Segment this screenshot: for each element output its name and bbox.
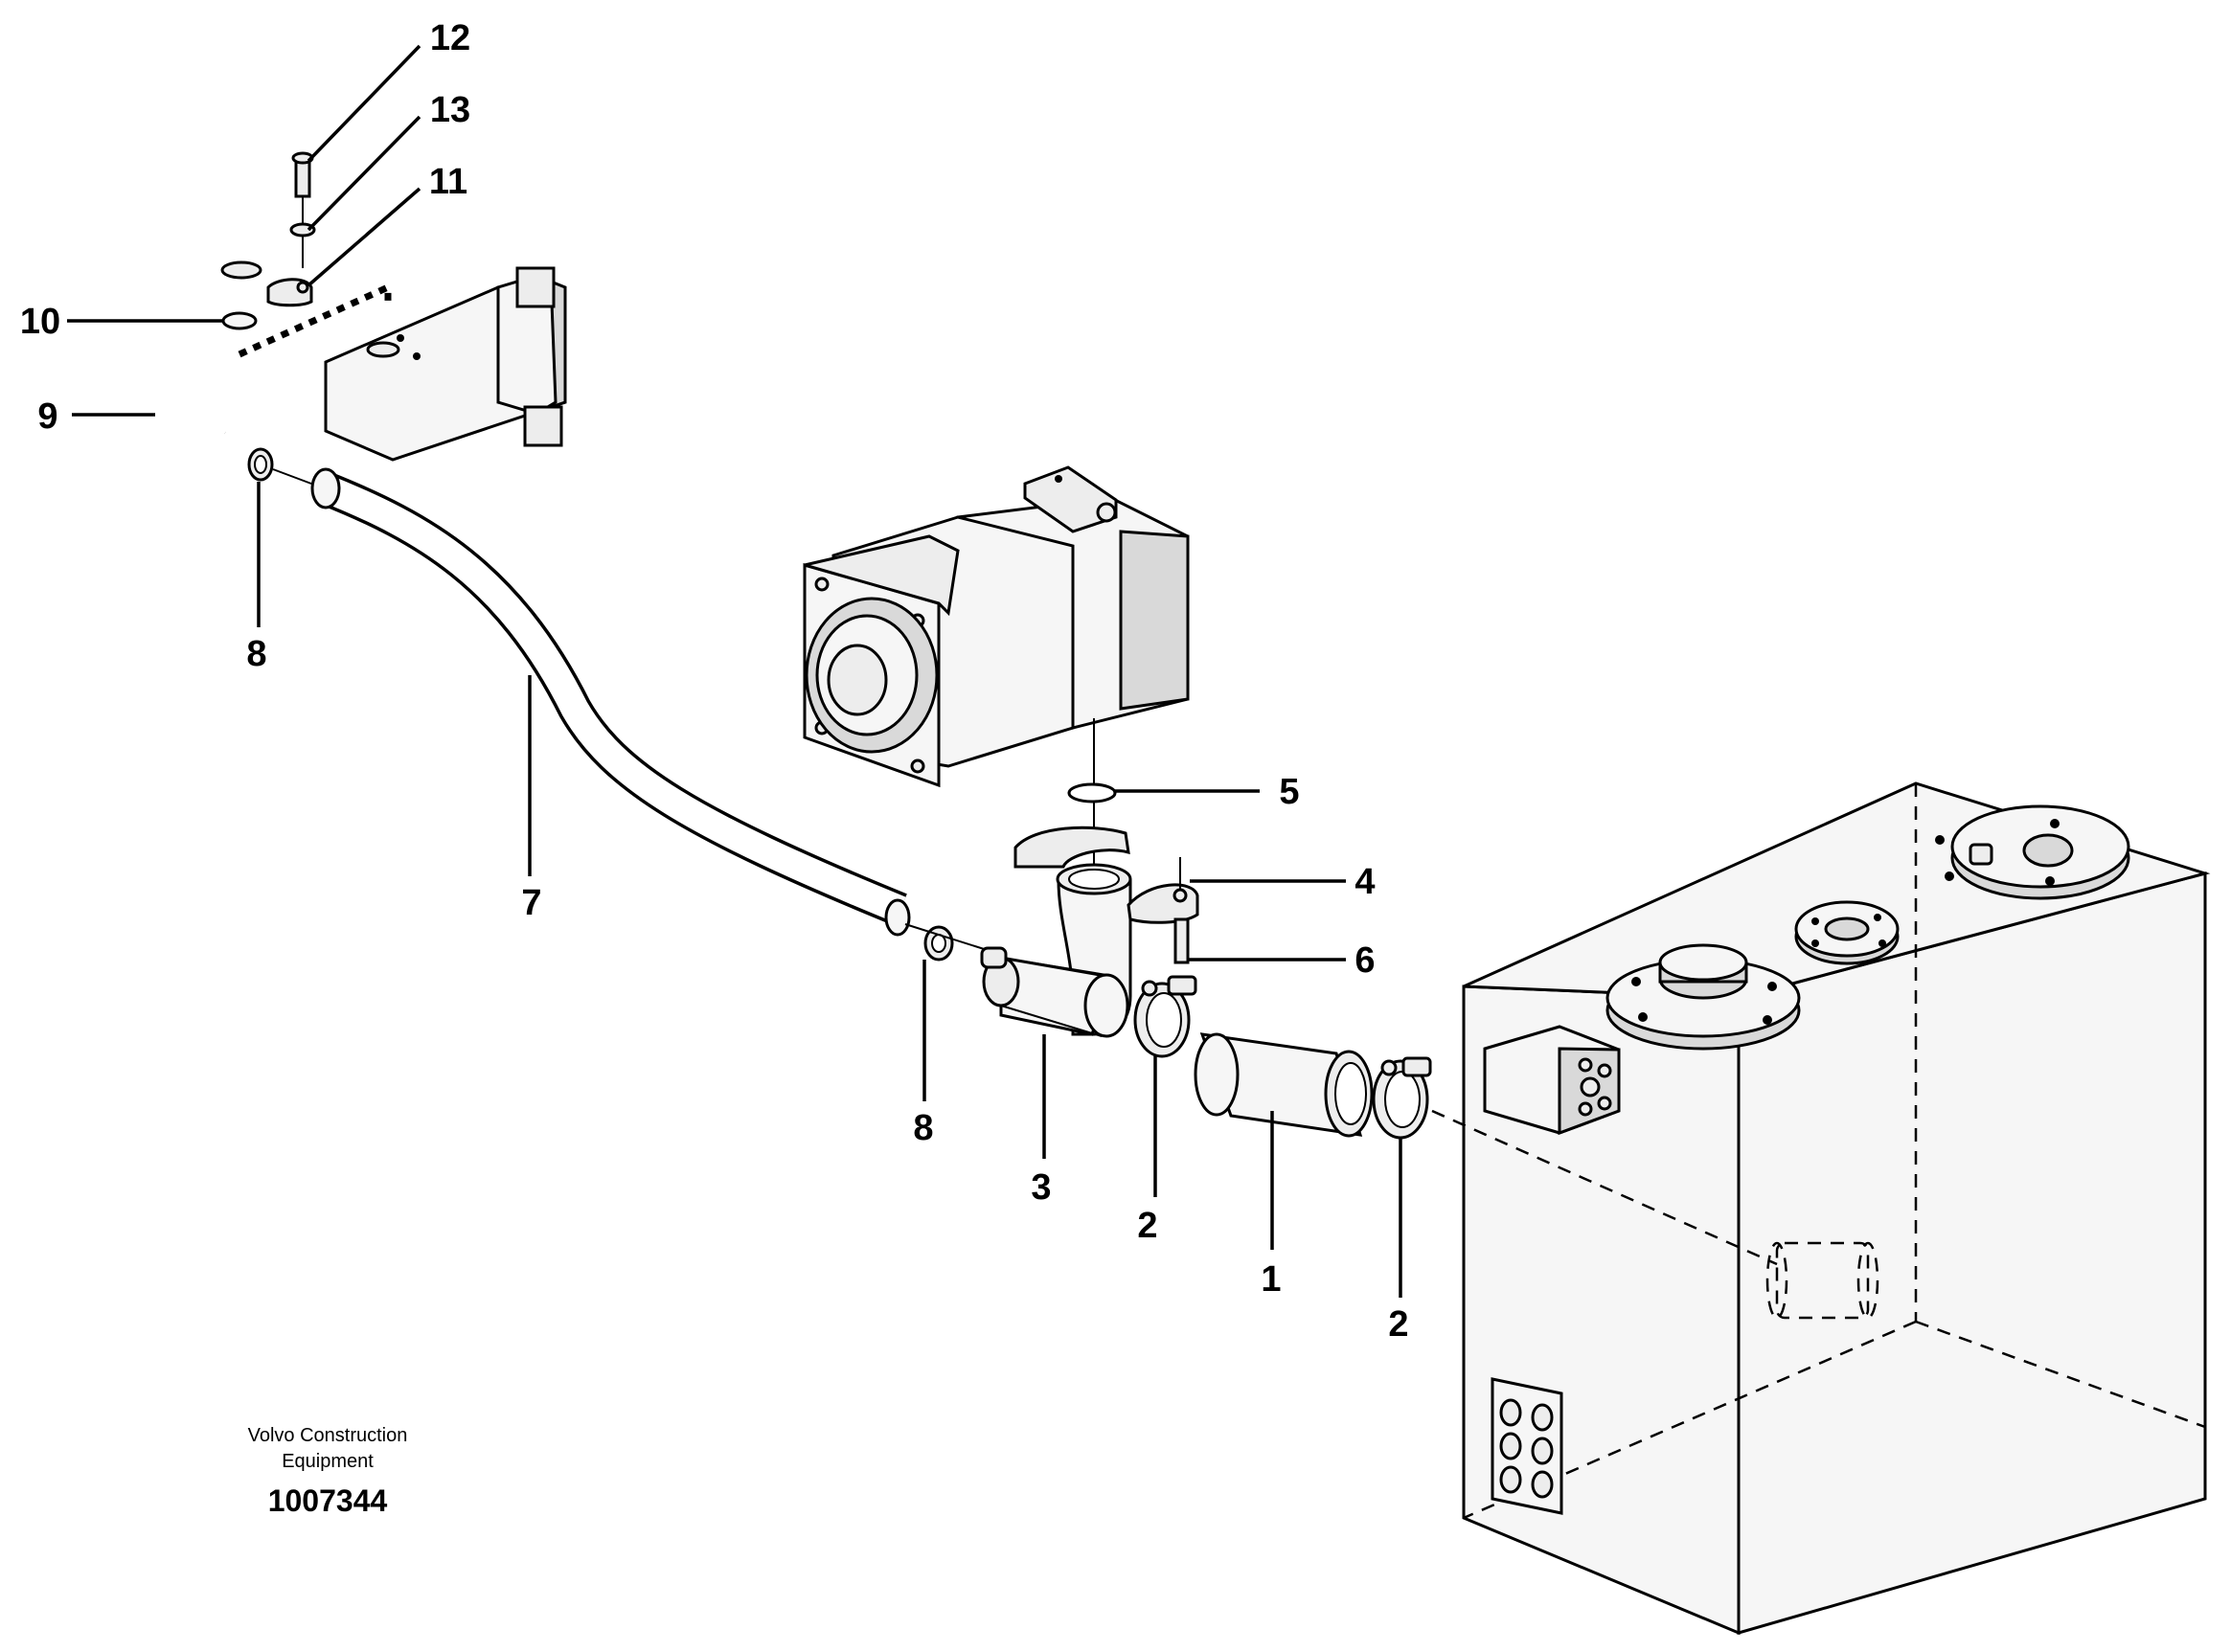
credit-line-2: Equipment [282,1451,374,1472]
suction-centerline [1431,1109,1778,1266]
tank-filler-cover [1605,943,1801,1051]
hose-9 [145,217,262,441]
callout-8-upper: 8 [246,634,266,674]
callout-9: 9 [37,396,57,437]
callout-4: 4 [1355,862,1375,902]
leader-13 [307,115,421,232]
hose-7 [310,467,911,937]
screw-6 [1173,917,1190,964]
o-ring-10 [221,311,258,330]
callout-6: 6 [1355,940,1375,981]
hose-clamp-8-upper [247,447,274,482]
callout-10: 10 [20,302,60,342]
callout-12: 12 [430,18,470,58]
flange-11 [266,278,313,307]
flange-half-upper [1013,826,1130,869]
callout-11: 11 [429,162,467,202]
washer-13 [289,222,316,238]
hydraulic-pump [324,266,567,462]
callout-1: 1 [1261,1259,1281,1300]
flange-4 [1127,857,1199,924]
leader-12 [307,44,421,163]
tank-cover-large [1935,804,2130,900]
screw-12 [291,151,314,268]
callout-3: 3 [1031,1167,1051,1208]
footer-credit: Volvo Construction Equipment 1007344 [248,1425,408,1518]
callout-8-lower: 8 [913,1108,933,1148]
callout-labels: 12 13 11 10 9 8 7 5 4 6 8 3 2 1 2 [20,18,1409,1345]
hose-clamp-2-right [1372,1056,1432,1140]
hydraulic-tank [1462,781,2211,1636]
hose-clamp-2-left [1133,975,1197,1058]
document-number: 1007344 [268,1483,388,1518]
tank-cover-small [1794,900,1900,965]
callout-13: 13 [430,90,470,130]
callout-2-right: 2 [1388,1304,1408,1345]
hose-1 [1194,1032,1374,1138]
tank-hole-panel [1491,1377,1563,1515]
callout-5: 5 [1279,772,1299,812]
tank-port-block [1483,1025,1621,1136]
callout-2-left: 2 [1137,1206,1157,1246]
leader-lines [67,44,1402,1298]
hose-3 [980,946,1129,1038]
leader-11 [307,187,421,287]
internal-suction-strainer [1765,1241,1879,1320]
o-ring-5 [1067,782,1117,803]
pump-link-line [238,282,392,358]
callout-7: 7 [521,883,541,923]
electric-motor [803,465,1190,788]
credit-line-1: Volvo Construction [248,1425,408,1446]
